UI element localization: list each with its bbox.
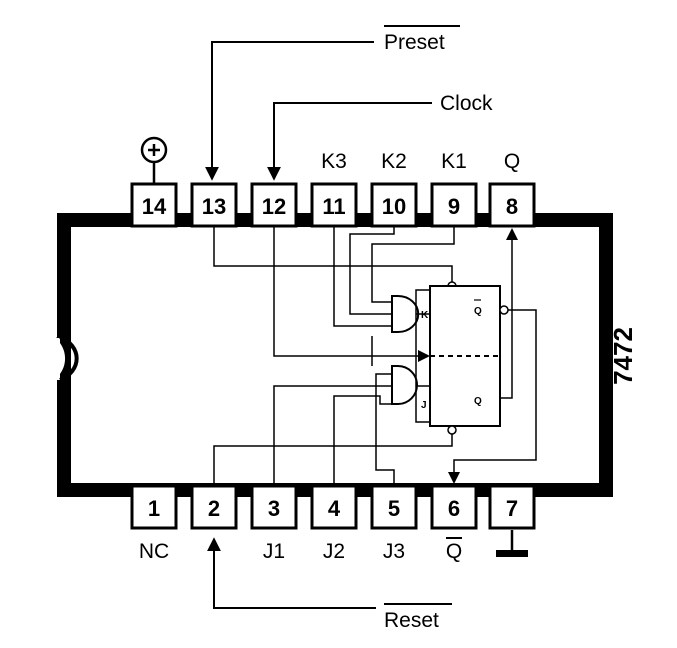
pin-number: 4 [328, 496, 341, 521]
top-pin-row: 14 13 12 11 10 9 8 [130, 182, 536, 228]
pin-9: 9 [430, 182, 478, 228]
ground-icon [496, 530, 528, 557]
k3-wire [333, 227, 392, 327]
pin-number: 3 [268, 496, 280, 521]
svg-text:Q: Q [474, 306, 482, 317]
pin-11: 11 [310, 182, 358, 228]
j2-wire [333, 395, 392, 485]
ff-k-label: K [421, 310, 429, 321]
pin-label-j3: J3 [383, 540, 405, 563]
pin-number: 2 [208, 496, 220, 521]
bottom-pin-labels: NC J1 J2 J3 Q [139, 537, 462, 563]
pin-4: 4 [310, 484, 358, 530]
pin-3: 3 [250, 484, 298, 530]
pin-number: 14 [142, 194, 167, 219]
pin-label-j2: J2 [323, 540, 345, 563]
pin-number: 1 [148, 496, 160, 521]
ff-qbar-label: Q [474, 299, 482, 317]
k2-wire [349, 227, 395, 315]
preset-wire [213, 227, 453, 282]
pin-label-k3: K3 [321, 150, 347, 173]
pin-label-k1: K1 [441, 150, 467, 173]
clock-signal: Clock [267, 92, 493, 181]
pin-label-nc: NC [139, 540, 169, 563]
pin-8: 8 [488, 182, 536, 228]
preset-signal: Preset [205, 25, 460, 181]
top-pin-labels: K3 K2 K1 Q [321, 150, 520, 173]
svg-text:Q: Q [446, 540, 462, 563]
pin-10: 10 [370, 182, 418, 228]
internal-wiring: K J Q Q [213, 227, 537, 485]
pin-2: 2 [190, 484, 238, 530]
pin-number: 5 [388, 496, 400, 521]
pin-label-j1: J1 [263, 540, 285, 563]
pin-number: 9 [448, 194, 460, 219]
pin-label-qbar: Q [446, 537, 462, 563]
j3-wire [375, 373, 395, 485]
reset-label: Reset [384, 609, 439, 632]
reset-arrow [207, 537, 376, 609]
pin-number: 11 [322, 194, 345, 219]
preset-label: Preset [384, 31, 445, 54]
pin-13: 13 [190, 182, 238, 228]
clock-label: Clock [440, 92, 493, 115]
pin-14: 14 [130, 182, 178, 228]
ic-package [50, 213, 613, 497]
pin-1: 1 [130, 484, 178, 530]
and-gate-j [391, 365, 418, 405]
pin-5: 5 [370, 484, 418, 530]
part-number: 7472 [608, 327, 638, 385]
pin-6: 6 [430, 484, 478, 530]
qbar-output-wire [453, 309, 537, 476]
pin-label-k2: K2 [381, 150, 407, 173]
pin-number: 8 [506, 194, 518, 219]
vcc-plus-icon [140, 136, 168, 184]
pin-label-q: Q [504, 150, 520, 173]
pin-number: 12 [262, 194, 286, 219]
reset-signal: Reset [207, 537, 452, 632]
j1-wire [273, 385, 392, 485]
and-gate-k [391, 295, 420, 333]
clock-wire [273, 227, 420, 357]
preset-arrow [205, 41, 374, 181]
pin-number: 10 [382, 194, 406, 219]
pin-number: 7 [506, 496, 518, 521]
pin-number: 6 [448, 496, 460, 521]
bottom-pin-row: 1 2 3 4 5 6 7 [130, 484, 536, 530]
k1-wire [371, 227, 455, 303]
pin-7: 7 [488, 484, 536, 530]
q-output-wire [500, 236, 513, 399]
ff-q-label: Q [474, 396, 482, 407]
clock-arrow [267, 102, 432, 181]
ff-j-label: J [421, 400, 427, 411]
pin-12: 12 [250, 182, 298, 228]
pin-number: 13 [202, 194, 226, 219]
reset-wire [213, 434, 453, 485]
